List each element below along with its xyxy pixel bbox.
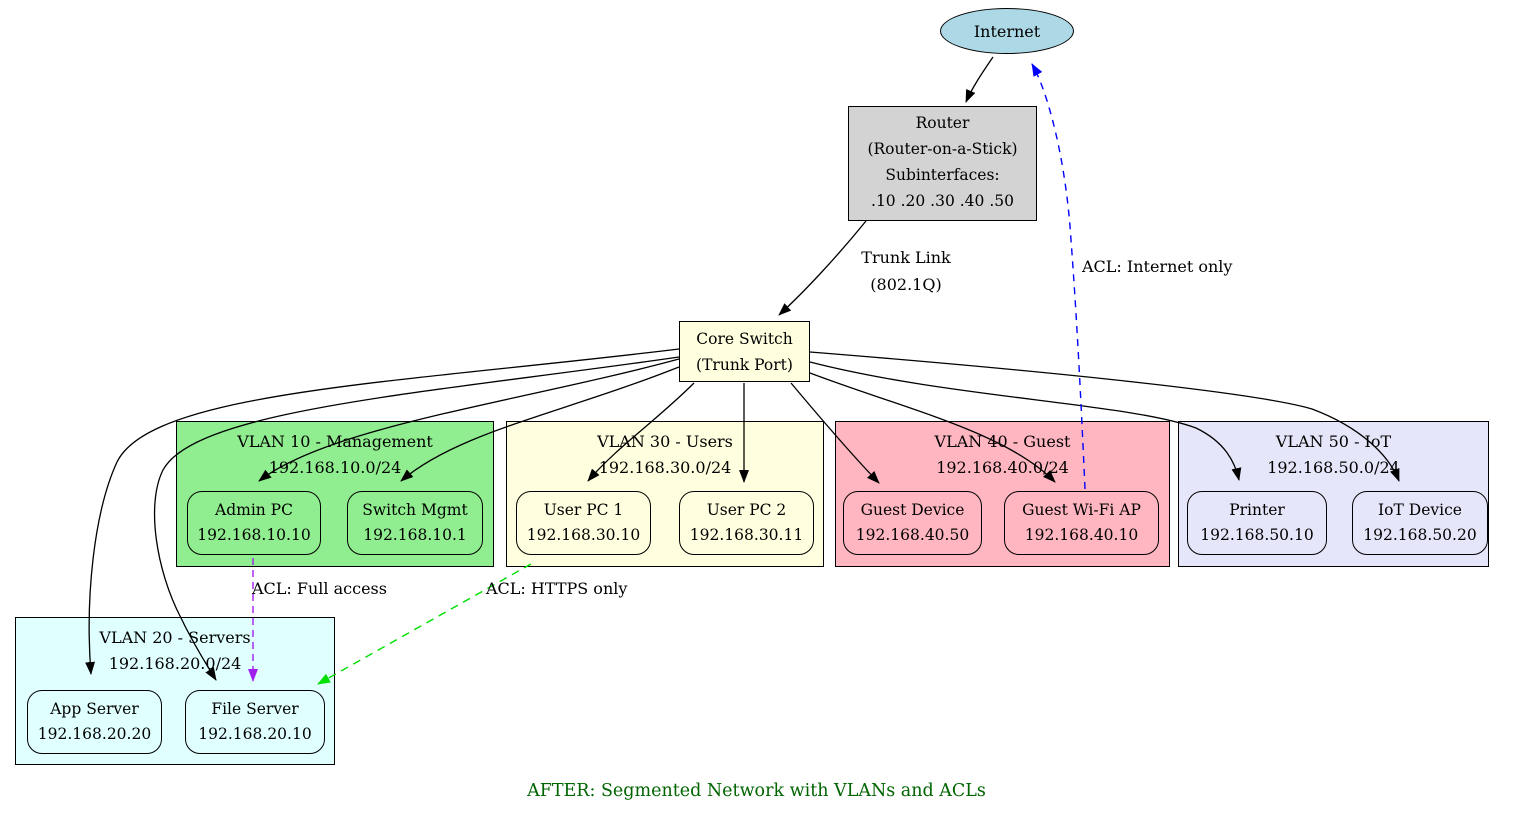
node-label-line: Router xyxy=(915,114,970,132)
diagram-title: AFTER: Segmented Network with VLANs and … xyxy=(527,781,986,801)
node-user-pc-1: User PC 1 192.168.30.10 xyxy=(516,491,651,555)
device-ip: 192.168.40.50 xyxy=(855,526,970,544)
edge-internet-router xyxy=(965,56,994,103)
node-guest-wifi-ap: Guest Wi-Fi AP 192.168.40.10 xyxy=(1004,491,1159,555)
device-ip: 192.168.20.10 xyxy=(198,725,312,743)
cluster-subnet: 192.168.50.0/24 xyxy=(1267,458,1400,477)
node-label-line: Core Switch xyxy=(696,330,793,348)
device-ip: 192.168.30.10 xyxy=(526,526,641,544)
edge-label-trunk-link: Trunk Link (802.1Q) xyxy=(830,244,982,298)
node-iot-device: IoT Device 192.168.50.20 xyxy=(1352,491,1488,555)
cluster-title: VLAN 40 - Guest xyxy=(934,432,1071,451)
device-name: User PC 1 xyxy=(543,501,624,519)
device-ip: 192.168.10.10 xyxy=(197,526,311,544)
node-label: Internet xyxy=(973,22,1041,41)
device-name: File Server xyxy=(211,700,299,718)
device-ip: 192.168.20.20 xyxy=(37,725,152,743)
node-user-pc-2: User PC 2 192.168.30.11 xyxy=(679,491,814,555)
device-ip: 192.168.40.10 xyxy=(1024,526,1139,544)
edge-coreswitch-switchmgmt xyxy=(400,366,680,482)
node-guest-device: Guest Device 192.168.40.50 xyxy=(843,491,982,555)
cluster-title: VLAN 30 - Users xyxy=(597,432,733,451)
edge-label-acl-https-only: ACL: HTTPS only xyxy=(486,579,628,598)
edge-coreswitch-iotdevice xyxy=(809,351,1400,482)
edge-acl-userpc1-fileserver xyxy=(317,563,532,685)
node-core-switch: Core Switch (Trunk Port) xyxy=(679,321,810,382)
cluster-subnet: 192.168.30.0/24 xyxy=(598,458,732,477)
edge-coreswitch-printer xyxy=(809,361,1242,481)
edge-coreswitch-userpc1 xyxy=(587,382,695,482)
device-ip: 192.168.50.20 xyxy=(1363,526,1477,544)
edge-acl-guestwifi-internet xyxy=(1031,63,1086,490)
device-name: Admin PC xyxy=(215,501,293,519)
node-label-line: (Trunk Port) xyxy=(696,356,793,374)
node-file-server: File Server 192.168.20.10 xyxy=(185,690,325,754)
node-switch-mgmt: Switch Mgmt 192.168.10.1 xyxy=(347,491,483,555)
edge-coreswitch-appserver xyxy=(85,348,680,675)
device-name: Printer xyxy=(1229,501,1285,519)
node-router: Router (Router-on-a-Stick) Subinterfaces… xyxy=(848,106,1037,221)
edge-coreswitch-guestdevice xyxy=(790,382,880,484)
edge-router-coreswitch xyxy=(778,220,867,316)
node-app-server: App Server 192.168.20.20 xyxy=(27,690,162,754)
node-label-line: .10 .20 .30 .40 .50 xyxy=(871,192,1014,210)
device-name: User PC 2 xyxy=(706,501,787,519)
node-admin-pc: Admin PC 192.168.10.10 xyxy=(187,491,321,555)
node-label-line: Subinterfaces: xyxy=(885,166,1000,184)
device-ip: 192.168.50.10 xyxy=(1200,526,1314,544)
node-label-line: (Router-on-a-Stick) xyxy=(867,140,1018,158)
cluster-subnet: 192.168.40.0/24 xyxy=(936,458,1069,477)
device-name: Guest Wi-Fi AP xyxy=(1022,501,1141,519)
node-printer: Printer 192.168.50.10 xyxy=(1187,491,1327,555)
edge-label-line: Trunk Link xyxy=(861,248,951,267)
edge-label-line: (802.1Q) xyxy=(870,275,942,294)
edge-label-acl-full-access: ACL: Full access xyxy=(252,579,387,598)
edge-label-acl-internet-only: ACL: Internet only xyxy=(1082,257,1233,276)
cluster-title: VLAN 20 - Servers xyxy=(99,628,251,647)
device-name: App Server xyxy=(50,700,139,718)
device-name: Switch Mgmt xyxy=(362,501,468,519)
cluster-title: VLAN 10 - Management xyxy=(237,432,433,451)
edge-coreswitch-adminpc xyxy=(258,358,680,482)
device-ip: 192.168.10.1 xyxy=(363,526,467,544)
device-name: Guest Device xyxy=(860,501,965,519)
edge-coreswitch-fileserver xyxy=(153,356,680,681)
node-internet: Internet xyxy=(940,8,1074,54)
device-name: IoT Device xyxy=(1378,501,1462,519)
device-ip: 192.168.30.11 xyxy=(689,526,804,544)
edge-coreswitch-guestwifi xyxy=(809,372,1056,483)
cluster-subnet: 192.168.10.0/24 xyxy=(268,458,402,477)
